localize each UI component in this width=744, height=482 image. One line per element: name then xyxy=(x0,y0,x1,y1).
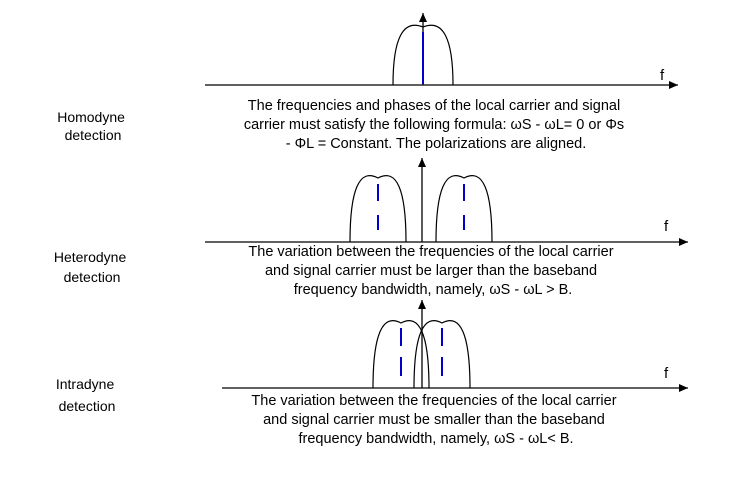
intradyne-description: The variation between the frequencies of… xyxy=(251,393,620,447)
heterodyne-local-carrier-lobe xyxy=(349,175,407,243)
heterodyne-desc-line-2: and signal carrier must be larger than t… xyxy=(265,263,597,279)
heterodyne-signal-carrier-lobe xyxy=(435,175,493,243)
homodyne-description: The frequencies and phases of the local … xyxy=(244,98,628,152)
homodyne-label-line-2: detection xyxy=(65,127,122,143)
homodyne-label: Homodyne detection xyxy=(57,109,129,143)
homodyne-desc-line-2: carrier must satisfy the following formu… xyxy=(244,117,624,133)
intradyne-local-carrier-lobe xyxy=(372,320,430,389)
intradyne-signal-carrier-lobe xyxy=(413,320,471,389)
heterodyne-desc-line-1: The variation between the frequencies of… xyxy=(248,244,613,260)
heterodyne-axis-label-f: f xyxy=(664,218,669,235)
homodyne-desc-line-1: The frequencies and phases of the local … xyxy=(248,98,620,114)
intradyne-desc-line-2: and signal carrier must be smaller than … xyxy=(263,412,605,428)
intradyne-label-line-1: Intradyne xyxy=(56,376,115,392)
homodyne-section: Homodyne detection f The frequencies and… xyxy=(57,13,678,152)
intradyne-axis-label-f: f xyxy=(664,365,669,382)
heterodyne-desc-line-3: frequency bandwidth, namely, ωS - ωL > B… xyxy=(294,282,573,298)
heterodyne-label-line-2: detection xyxy=(64,269,121,285)
homodyne-axis-label-f: f xyxy=(660,67,665,84)
intradyne-label-line-2: detection xyxy=(59,398,116,414)
intradyne-label: Intradyne detection xyxy=(56,376,118,414)
heterodyne-description: The variation between the frequencies of… xyxy=(248,244,617,298)
heterodyne-label: Heterodyne detection xyxy=(54,249,130,285)
heterodyne-label-line-1: Heterodyne xyxy=(54,249,127,265)
intradyne-desc-line-3: frequency bandwidth, namely, ωS - ωL< B. xyxy=(298,431,573,447)
homodyne-desc-line-3: - ΦL = Constant. The polarizations are a… xyxy=(286,136,587,152)
homodyne-spectrum-lobe xyxy=(392,24,454,86)
homodyne-label-line-1: Homodyne xyxy=(57,109,125,125)
intradyne-section: Intradyne detection f The variation betw… xyxy=(56,300,688,447)
intradyne-desc-line-1: The variation between the frequencies of… xyxy=(251,393,616,409)
heterodyne-section: Heterodyne detection f The variation bet… xyxy=(54,158,688,298)
